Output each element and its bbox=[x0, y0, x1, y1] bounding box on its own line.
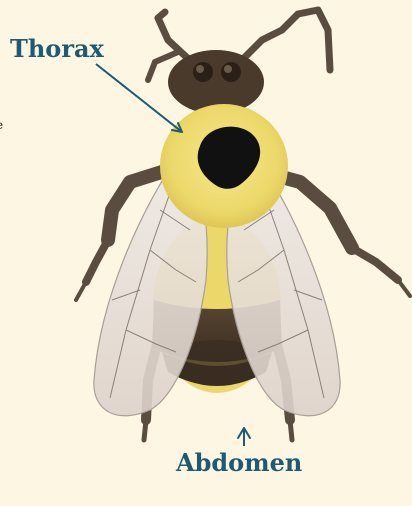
thorax-pointer-arrow bbox=[96, 64, 182, 132]
thorax bbox=[160, 104, 288, 228]
head bbox=[168, 50, 264, 114]
abdomen-pointer-arrow bbox=[238, 428, 250, 446]
abdomen-label: Abdomen bbox=[176, 451, 302, 475]
thorax-label: Thorax bbox=[10, 37, 104, 61]
